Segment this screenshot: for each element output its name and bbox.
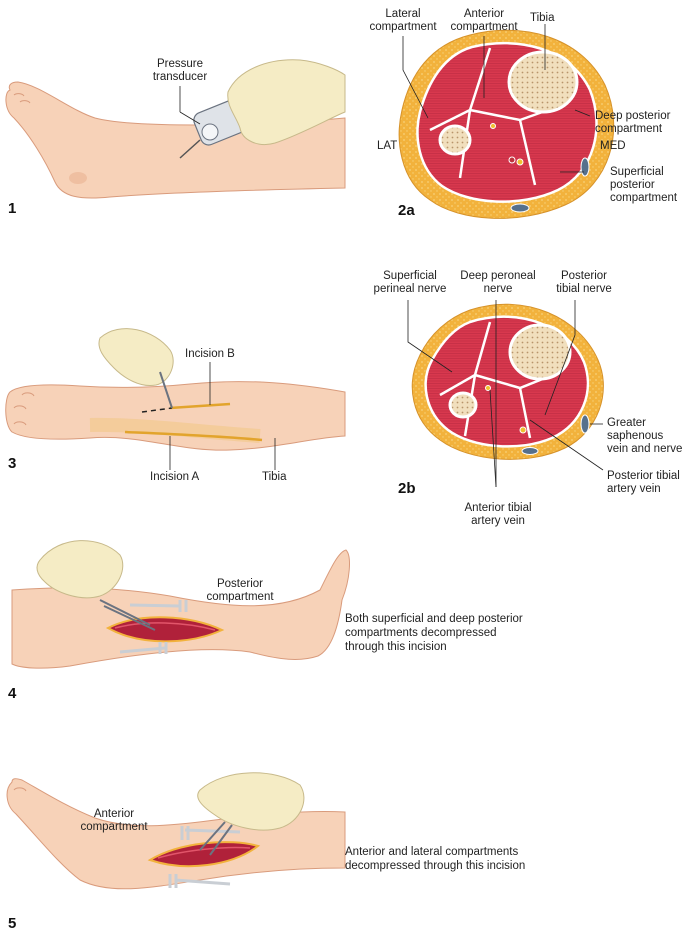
label-anterior-compartment-2a: Anterior compartment: [444, 8, 524, 34]
label-line: nerve: [483, 283, 513, 295]
note-panel-4: Both superficial and deep posterior comp…: [345, 612, 523, 654]
panel-number-1: 1: [8, 200, 17, 217]
label-line: compartment: [369, 21, 437, 33]
label-line: Posterior tibial: [607, 470, 680, 482]
label-line: vein and nerve: [607, 443, 683, 455]
panel-1-illustration: [5, 59, 346, 199]
panel-2a-cross-section: [398, 29, 615, 219]
label-line: Anterior tibial: [464, 502, 532, 514]
label-anterior-compartment-5: Anterior compartment: [74, 808, 154, 834]
label-line: posterior: [610, 179, 655, 191]
retractor-upper-5: [180, 826, 241, 840]
label-line: Deep peroneal: [460, 270, 536, 282]
tibia-bone-2b: [508, 323, 572, 381]
incision-a-line: [124, 430, 263, 442]
label-lateral-compartment: Lateral compartment: [365, 8, 441, 34]
label-incision-b: Incision B: [185, 348, 235, 360]
leaders-2b: [407, 300, 604, 488]
label-superficial-posterior-compartment: Superficial posterior compartment: [610, 166, 677, 205]
note-line: Both superficial and deep posterior: [345, 613, 523, 625]
label-line: compartment: [595, 123, 663, 135]
label-line: Anterior: [93, 808, 135, 820]
panel-4-illustration: [11, 540, 350, 669]
label-line: artery vein: [471, 515, 525, 527]
note-line: through this incision: [345, 641, 447, 653]
note-line: decompressed through this incision: [345, 860, 526, 872]
label-line: Pressure: [156, 58, 204, 70]
label-incision-a: Incision A: [150, 471, 200, 483]
label-line: compartment: [610, 192, 678, 204]
leaders-3: [169, 362, 276, 470]
label-tibia-2a: Tibia: [530, 12, 555, 24]
label-line: Lateral: [385, 8, 421, 20]
label-line: tibial nerve: [556, 283, 612, 295]
label-deep-posterior-compartment: Deep posterior compartment: [595, 110, 670, 136]
label-line: transducer: [152, 71, 208, 83]
label-med: MED: [600, 140, 626, 152]
label-lat: LAT: [377, 140, 398, 152]
leg-5: [6, 778, 346, 890]
label-anterior-tibial-artery-vein: Anterior tibial artery vein: [455, 502, 541, 528]
label-line: compartment: [80, 821, 148, 833]
label-superficial-perineal-nerve: Superficial perineal nerve: [372, 270, 448, 296]
label-line: Deep posterior: [595, 110, 671, 122]
label-line: Superficial: [383, 270, 437, 282]
retractor-upper-4: [129, 600, 188, 612]
label-posterior-tibial-nerve: Posterior tibial nerve: [546, 270, 622, 296]
panel-2b-cross-section: [411, 303, 604, 460]
label-line: artery vein: [607, 483, 661, 495]
panel-5-illustration: [6, 772, 346, 890]
tibia-bone-2a: [507, 50, 579, 114]
note-line: compartments decompressed: [345, 627, 497, 639]
label-tibia-3: Tibia: [262, 471, 287, 483]
label-line: compartment: [450, 21, 518, 33]
gloved-hand-1: [227, 59, 346, 145]
retractor-lower-5: [168, 874, 231, 888]
label-line: compartment: [206, 591, 274, 603]
leaders-2a: [402, 24, 591, 173]
label-line: Superficial: [610, 166, 664, 178]
gloved-hand-3: [98, 328, 174, 387]
panel-number-5: 5: [8, 915, 17, 932]
label-greater-saphenous: Greater saphenous vein and nerve: [607, 417, 682, 456]
incision-b-line: [169, 402, 231, 410]
panel-number-4: 4: [8, 685, 17, 702]
retractor-lower-4: [119, 642, 168, 654]
note-panel-5: Anterior and lateral compartments decomp…: [345, 845, 525, 873]
label-posterior-compartment: Posterior compartment: [200, 578, 280, 604]
label-line: Posterior: [560, 270, 608, 282]
panel-number-3: 3: [8, 455, 17, 472]
fibula-bone-2b: [448, 391, 478, 419]
panel-3-illustration: [5, 328, 346, 451]
label-line: saphenous: [607, 430, 664, 442]
gloved-hand-4: [36, 540, 124, 599]
panel-number-2b: 2b: [398, 480, 416, 497]
label-posterior-tibial-artery-vein: Posterior tibial artery vein: [607, 470, 680, 496]
leg-1: [5, 81, 346, 199]
label-line: Anterior: [463, 8, 505, 20]
note-line: Anterior and lateral compartments: [345, 846, 519, 858]
label-pressure-transducer: Pressure transducer: [150, 58, 210, 84]
gloved-hand-5: [197, 772, 305, 831]
label-line: Posterior: [216, 578, 264, 590]
leg-3: [5, 381, 346, 451]
fibula-bone-2a: [438, 124, 472, 156]
panel-number-2a: 2a: [398, 202, 415, 219]
label-line: Greater: [607, 417, 646, 429]
label-line: perineal nerve: [373, 283, 447, 295]
label-deep-peroneal-nerve: Deep peroneal nerve: [456, 270, 540, 296]
